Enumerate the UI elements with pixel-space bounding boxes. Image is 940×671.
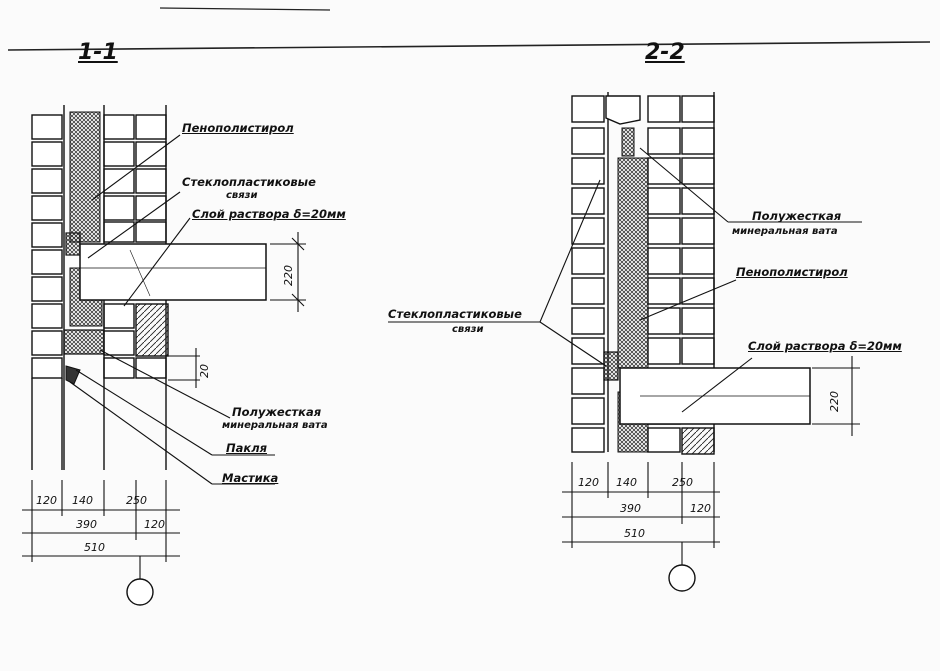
outer-wythe-right [571,92,609,453]
dim-chains-left [22,480,180,580]
floor-slab-right [619,367,811,425]
dim-120b-left: 120 [144,518,165,531]
sheet-frame [7,7,931,51]
label-ties-right-2: связи [452,324,484,335]
label-wool-left-2: минеральная вата [222,420,328,431]
label-polystyrene-right: Пенополистирол [736,265,848,279]
label-mortar-right: Слой раствора δ=20мм [748,339,902,353]
leaders-right [388,147,862,413]
label-polystyrene-left: Пенополистирол [182,121,294,135]
inner-wythe-left [31,105,167,470]
dim-20-left: 20 [198,364,211,378]
label-ties-left-1: Стеклопластиковые [182,175,316,189]
dim-140-right: 140 [616,476,637,489]
inner-wythe-right [647,92,715,453]
axis-marker-right [668,564,696,592]
support-block-left [135,303,169,357]
floor-slab-left [79,243,267,301]
dim-120-right: 120 [578,476,599,489]
label-wool-right-1: Полужесткая [752,209,842,223]
leaders-left [69,134,275,485]
dim-510-right: 510 [624,527,645,540]
dim-220-left: 220 [282,265,295,286]
section-title-right: 2-2 [645,40,685,65]
support-block-right [681,427,715,455]
polystyrene-layer-left [69,111,101,243]
dim-120b-right: 120 [690,502,711,515]
label-wool-right-2: минеральная вата [732,226,838,237]
polystyrene-layer-right [617,157,649,369]
dim-140-left: 140 [72,494,93,507]
dim-250-right: 250 [672,476,693,489]
dim-250-left: 250 [126,494,147,507]
dim-510-left: 510 [84,541,105,554]
label-mastic-left: Мастика [222,471,279,485]
label-ties-left-2: связи [226,190,258,201]
axis-marker-left [126,578,154,606]
section-1-1 [22,105,306,606]
label-mortar-left: Слой раствора δ=20мм [192,207,346,221]
dim-390-left: 390 [76,518,97,531]
label-wool-left-1: Полужесткая [232,405,322,419]
section-title-left: 1-1 [78,40,118,65]
dim-chains-right [562,462,720,566]
dim-120-left: 120 [36,494,57,507]
dim-390-right: 390 [620,502,641,515]
label-ties-right-1: Стеклопластиковые [388,307,522,321]
outer-wythe-left [31,105,65,470]
label-tow-left: Пакля [226,441,267,455]
section-2-2 [388,92,862,592]
dim-220-right: 220 [828,391,841,412]
